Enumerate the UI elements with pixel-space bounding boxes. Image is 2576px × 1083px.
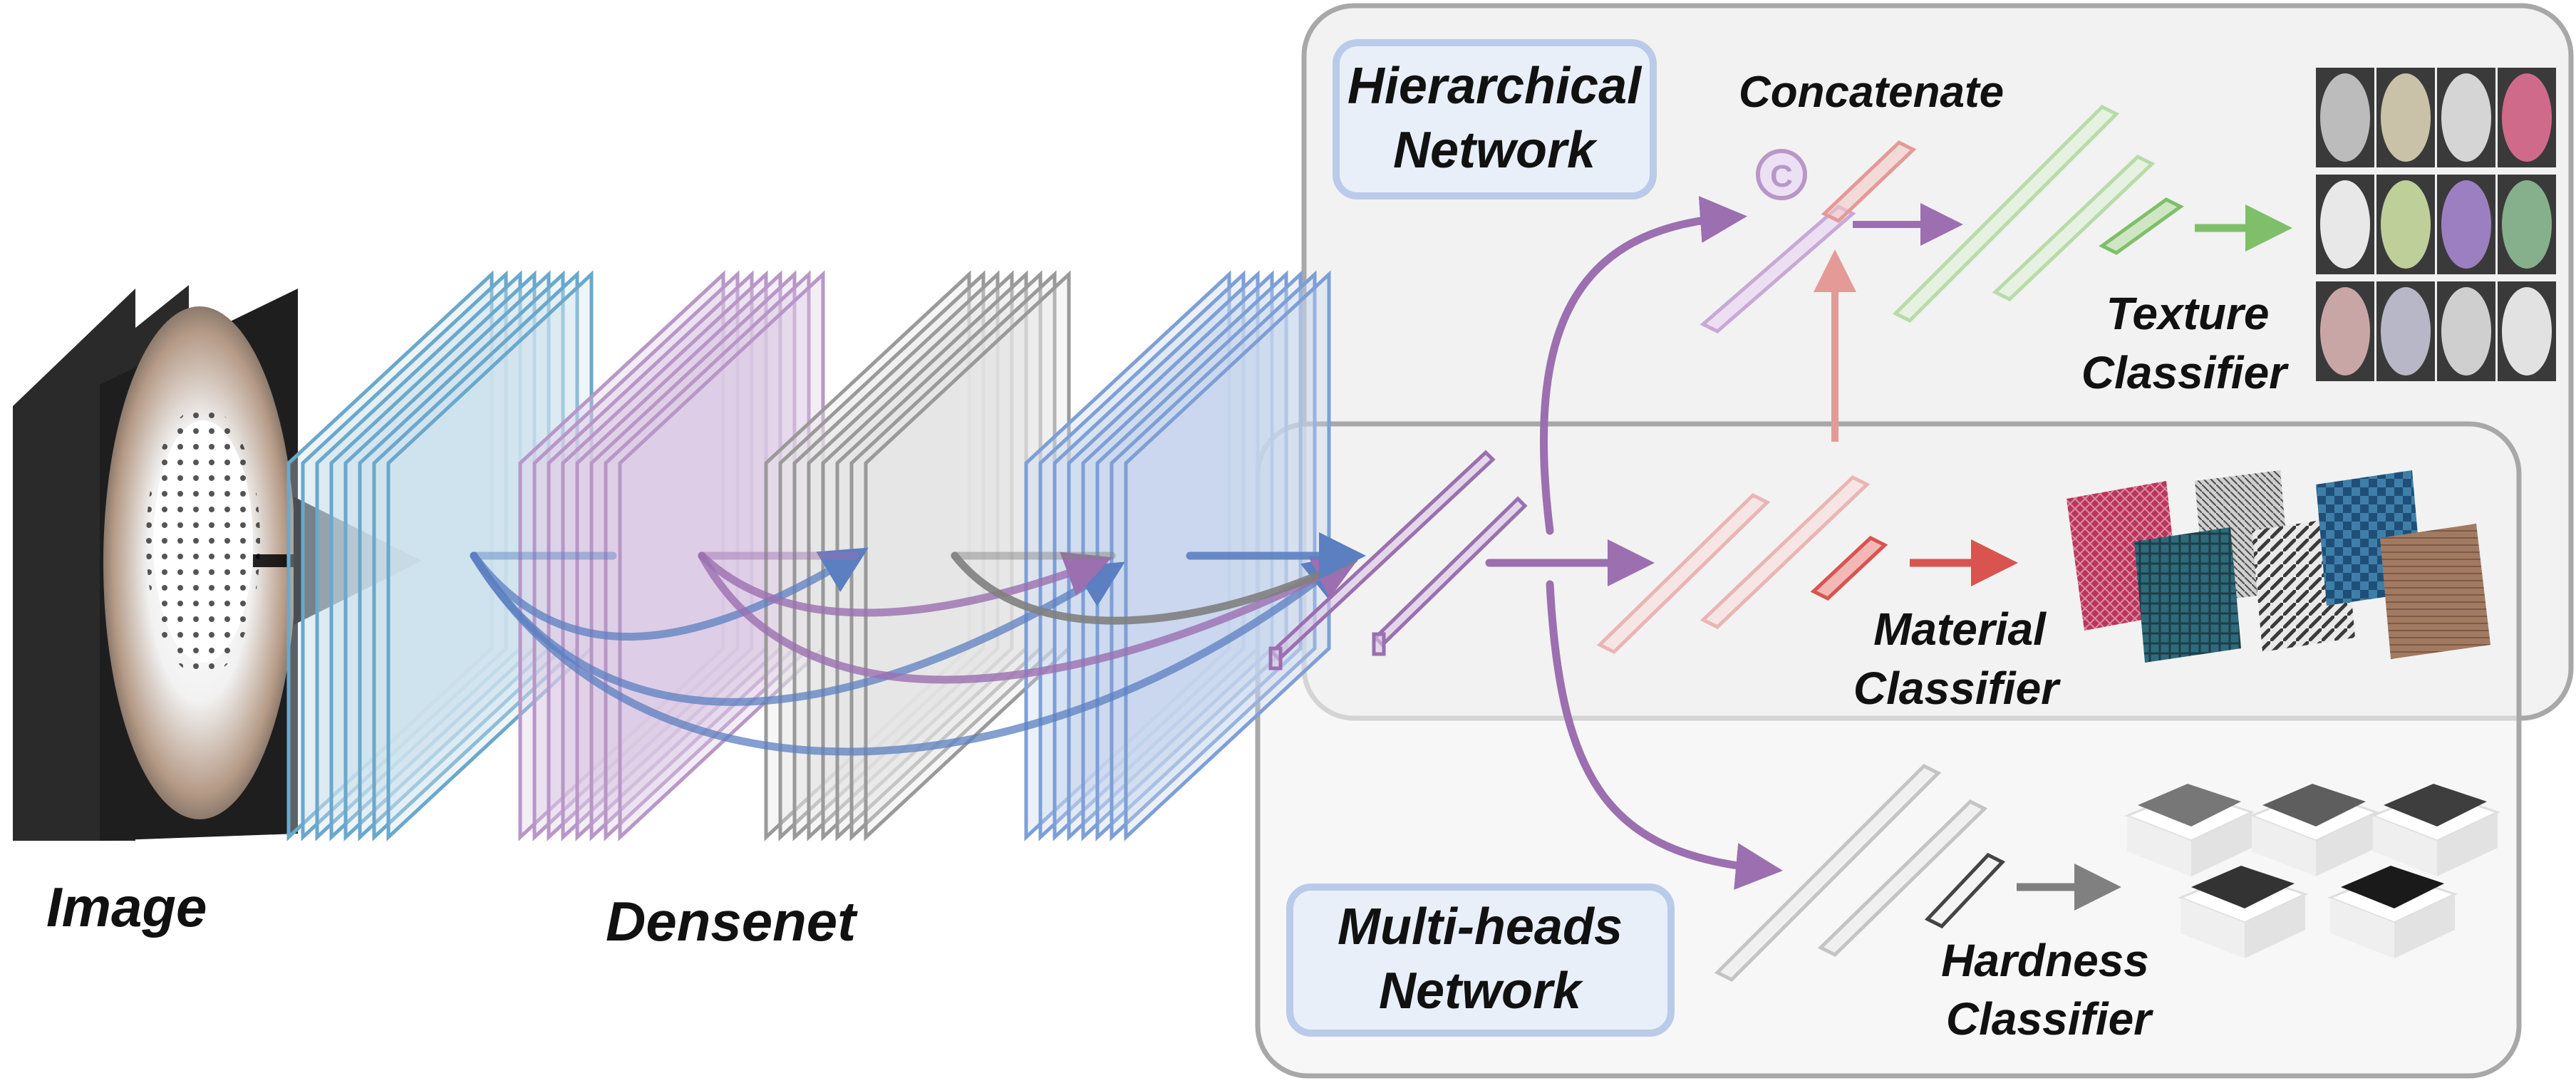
- material-classifier-label-line2: Classifier: [1853, 663, 2061, 714]
- dense-skip-connections: [470, 532, 1366, 756]
- densenet-label: Densenet: [606, 890, 858, 953]
- hierarchical-network-label-line2: Network: [1393, 122, 1598, 179]
- hardness-classifier-label-line2: Classifier: [1946, 993, 2153, 1045]
- concatenate-symbol: [1756, 149, 1807, 200]
- branch-arrows: [1485, 196, 1783, 890]
- material-samples: [2067, 470, 2490, 663]
- concatenate-label: Concatenate: [1739, 68, 2004, 117]
- hierarchical-network-label-line1: Hierarchical: [1348, 58, 1643, 115]
- hierarchical-label-box: [1333, 39, 1657, 200]
- shared-feature-bars: [1268, 450, 1528, 670]
- material-classifier-label-line1: Material: [1873, 603, 2047, 655]
- multiheads-label-box: [1286, 884, 1675, 1037]
- hardness-classifier-label-line1: Hardness: [1941, 935, 2149, 986]
- input-image-stack: [13, 285, 298, 841]
- hardness-samples: [2124, 784, 2501, 958]
- image-label: Image: [46, 876, 207, 938]
- concatenate-symbol-letter: C: [1770, 159, 1793, 194]
- multiheads-network-label-line1: Multi-heads: [1338, 898, 1623, 955]
- multiheads-network-label-line2: Network: [1379, 963, 1584, 1020]
- hardness-feature-bars: [1714, 763, 2006, 983]
- texture-feature-bars: [1700, 104, 2184, 333]
- texture-classifier-label-line1: Texture: [2106, 288, 2270, 339]
- texture-classifier-label-line2: Classifier: [2081, 347, 2289, 398]
- material-feature-bars: [1596, 475, 1888, 655]
- densenet-block-1: [286, 270, 594, 841]
- texture-samples: [2316, 68, 2556, 381]
